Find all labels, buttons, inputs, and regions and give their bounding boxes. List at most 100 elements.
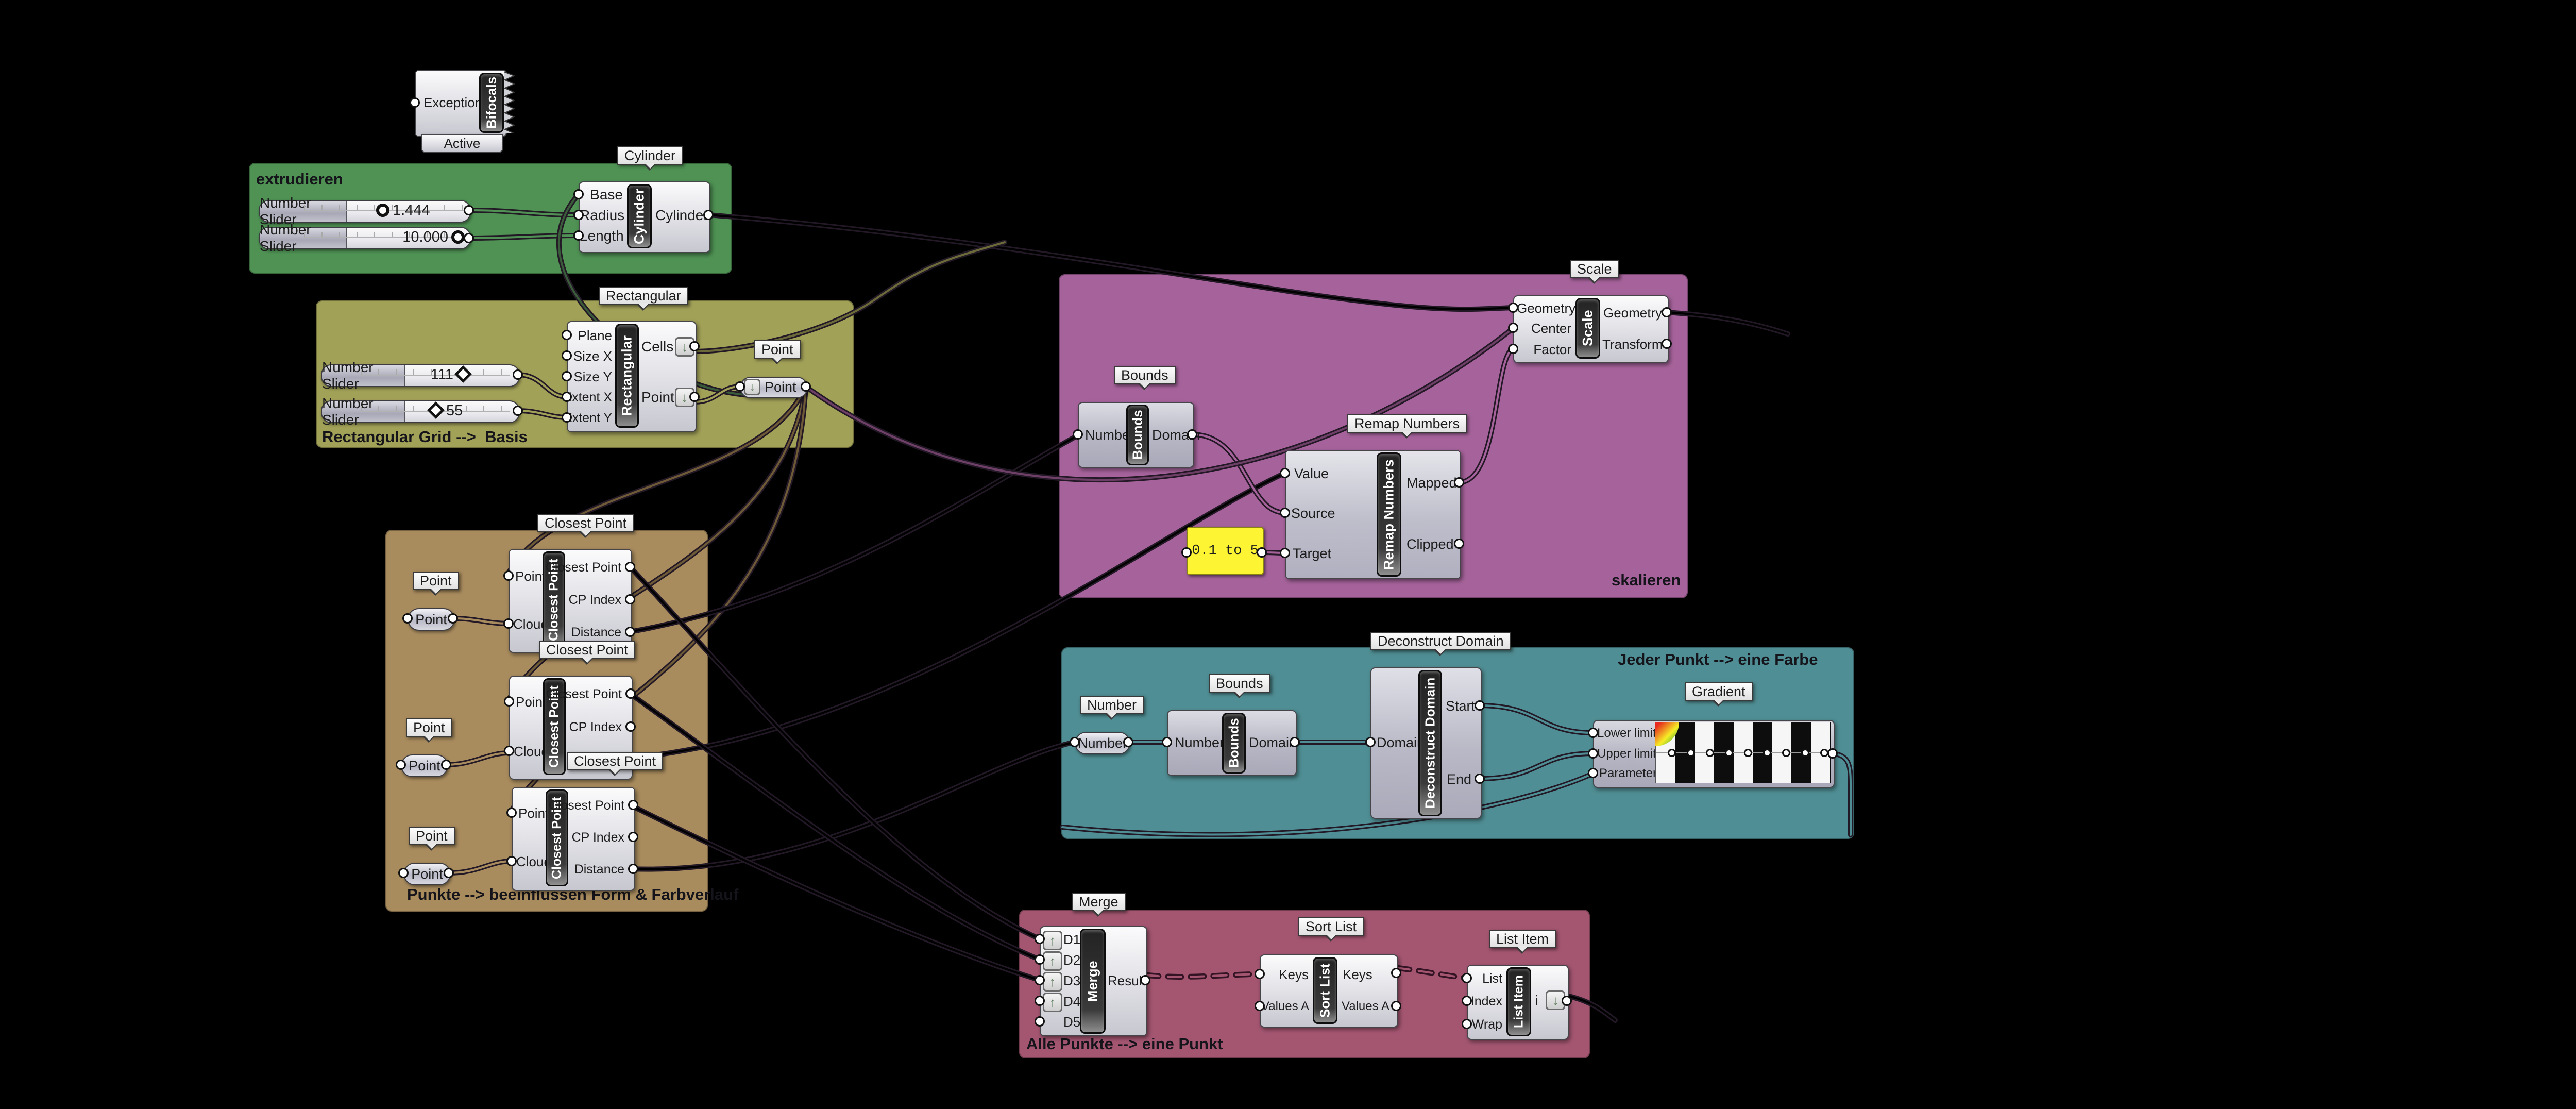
point-parameter[interactable]: Point [403,863,451,885]
cylinder-port-base[interactable] [573,189,584,199]
graft-icon[interactable]: ↑ [1043,931,1062,950]
closest-point-port-index[interactable] [628,832,638,842]
rectangular-port-plane[interactable] [562,330,572,340]
merge-port-d5[interactable] [1035,1016,1045,1027]
closest-point-port-point[interactable] [504,696,514,707]
gradient-port-out[interactable] [1827,748,1838,759]
cylinder-port-out[interactable] [703,210,714,220]
rectangular-port-extent-y[interactable] [562,412,572,423]
cylinder-port-radius[interactable] [573,210,584,220]
list-item-port-index[interactable] [1462,996,1472,1006]
closest-point-port-index[interactable] [625,721,636,732]
point-port-out[interactable] [441,760,451,770]
point-port-in[interactable] [735,381,745,392]
closest-point-port-cloud[interactable] [503,618,514,629]
remap-port-value[interactable] [1280,468,1290,478]
point-port-out[interactable] [448,613,458,624]
gradient-port-upper[interactable] [1588,748,1598,759]
slider-output-port[interactable] [513,369,523,380]
closest-point-port-cloud[interactable] [506,856,517,866]
scale-port-geometry[interactable] [1508,303,1518,313]
gradient-grip[interactable] [1763,749,1771,757]
closest-point-port-distance[interactable] [625,627,635,637]
sort-port-keys-out[interactable] [1391,968,1401,978]
sort-port-values-a-out[interactable] [1391,1001,1401,1011]
number-port-in[interactable] [1070,737,1080,747]
closest-point-component[interactable] [512,787,635,891]
remap-port-mapped[interactable] [1454,477,1464,488]
gradient-grip[interactable] [1668,749,1676,757]
decon-port-end[interactable] [1475,774,1485,784]
scale-port-factor[interactable] [1508,344,1518,354]
graft-icon[interactable]: ↑ [1043,993,1062,1012]
gradient-port-lower[interactable] [1588,728,1598,738]
slider-output-port[interactable] [464,205,474,215]
rectangular-port-points[interactable] [689,392,700,402]
domain-panel[interactable]: 0.1 to 5 [1187,527,1264,575]
bounds-port-numbers[interactable] [1162,737,1172,747]
point-port-in[interactable] [402,613,413,624]
number-slider-radius[interactable]: Number Slider [259,195,471,227]
closest-point-port-index[interactable] [625,594,635,604]
point-parameter[interactable]: Point [408,608,455,631]
point-port-out[interactable] [444,868,454,878]
cylinder-port-length[interactable] [573,230,584,241]
gradient-grip[interactable] [1725,749,1733,757]
gradient-grip[interactable] [1820,749,1828,757]
gradient-grip[interactable] [1801,749,1809,757]
panel-port-in[interactable] [1181,547,1192,558]
graft-icon[interactable]: ↑ [1043,951,1062,971]
gradient-grip[interactable] [1687,749,1695,757]
merge-port-result[interactable] [1140,975,1150,985]
bounds-port-domain[interactable] [1290,737,1300,747]
closest-point-port-cp[interactable] [628,800,638,810]
sort-port-keys[interactable] [1255,969,1265,979]
closest-point-port-distance[interactable] [628,864,638,874]
list-item-port-list[interactable] [1462,973,1472,983]
point-port-out[interactable] [801,381,811,392]
slider-knob[interactable] [451,230,465,244]
point-port-in[interactable] [398,868,409,878]
rectangular-port-size-y[interactable] [562,371,572,381]
merge-port-d4[interactable] [1035,996,1045,1006]
closest-point-port-cp[interactable] [625,688,636,699]
panel-port-out[interactable] [1257,547,1267,558]
rectangular-port-cells[interactable] [689,341,700,351]
bounds-port-domain[interactable] [1187,429,1197,440]
slider-knob[interactable] [376,204,389,217]
gradient-grip[interactable] [1744,749,1752,757]
scale-port-transform[interactable] [1662,339,1672,349]
gradient-port-parameter[interactable] [1588,768,1598,778]
gradient-grip[interactable] [1706,749,1714,757]
number-parameter[interactable]: Number [1075,732,1130,754]
rectangular-port-size-x[interactable] [562,350,572,361]
scale-port-geometry-out[interactable] [1662,307,1672,317]
gradient-grip[interactable] [1782,749,1790,757]
merge-port-d2[interactable] [1035,954,1045,965]
remap-port-source[interactable] [1280,508,1290,518]
merge-port-d1[interactable] [1035,934,1045,944]
closest-point-component[interactable] [509,549,632,653]
flatten-icon[interactable]: ↓ [744,379,760,395]
closest-point-port-point[interactable] [503,570,514,581]
slider-output-port[interactable] [464,233,474,243]
number-slider-extent-x[interactable]: Number Slider [321,359,520,392]
closest-point-port-point[interactable] [506,808,517,818]
number-port-out[interactable] [1123,737,1133,747]
point-port-in[interactable] [396,760,406,770]
closest-point-port-cloud[interactable] [504,746,514,756]
graft-icon[interactable]: ↑ [1043,972,1062,992]
decon-port-domain[interactable] [1365,737,1376,747]
rectangular-port-extent-x[interactable] [562,392,572,402]
number-slider-length[interactable]: Number Slider [259,222,471,254]
merge-port-d3[interactable] [1035,975,1045,985]
decon-port-start[interactable] [1475,700,1485,711]
list-item-port-wrap[interactable] [1462,1019,1472,1029]
scale-port-center[interactable] [1508,323,1518,333]
list-item-port-out[interactable] [1562,996,1572,1006]
slider-output-port[interactable] [513,406,523,416]
remap-port-clipped[interactable] [1454,539,1464,549]
bifocals-input-port[interactable] [410,97,420,108]
bounds-port-numbers[interactable] [1073,429,1083,440]
